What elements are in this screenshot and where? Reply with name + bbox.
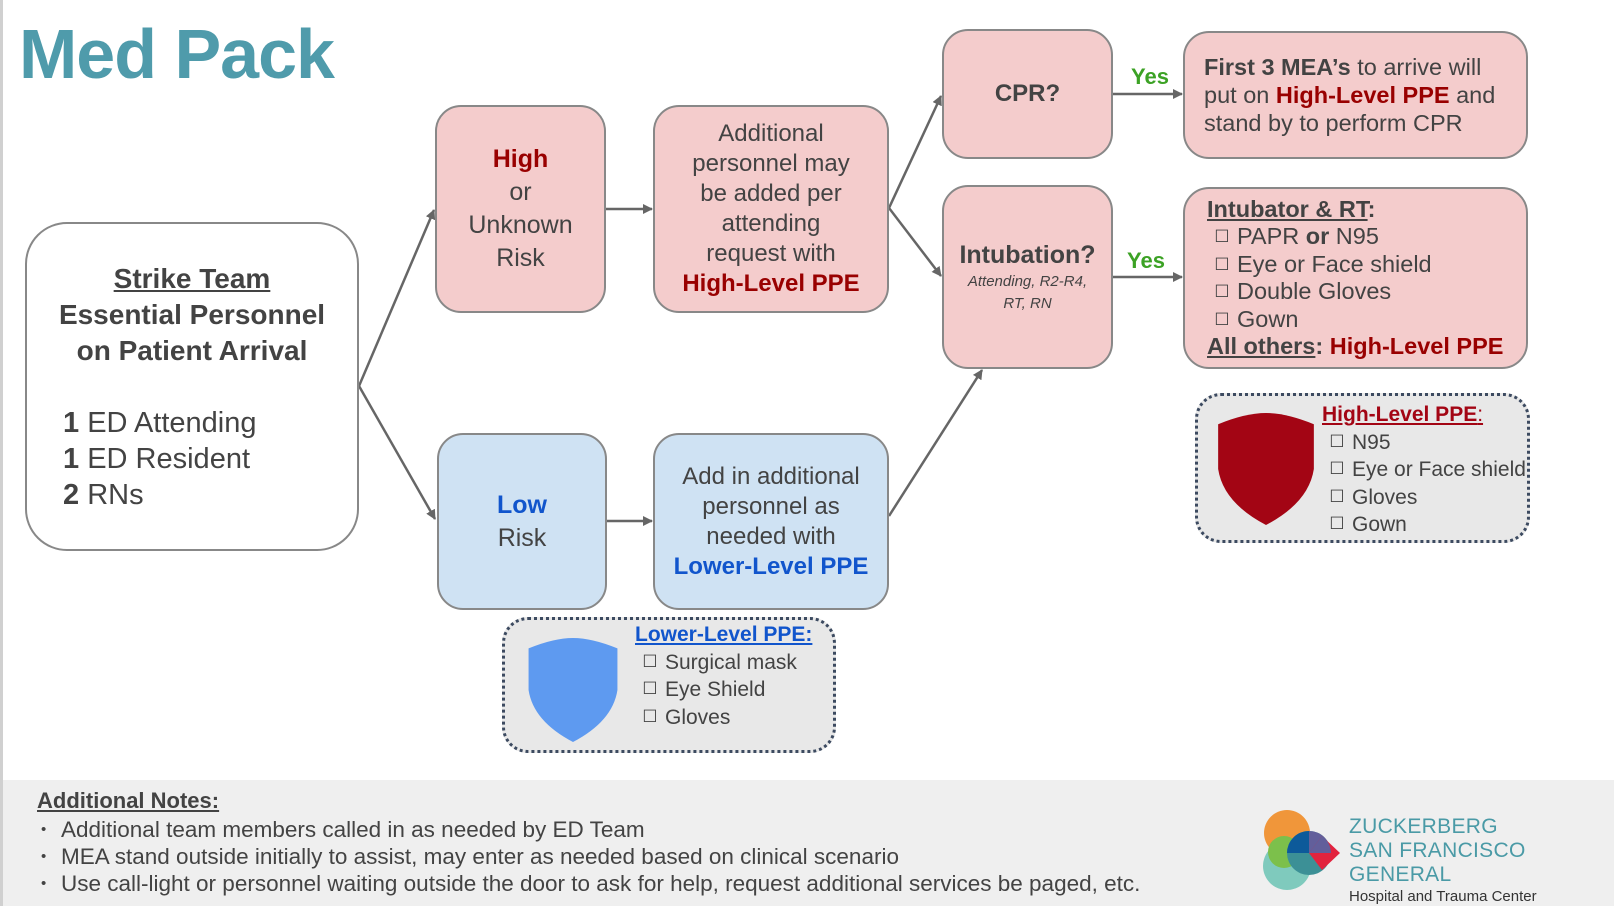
checklist-item: ☐N95 xyxy=(1322,429,1526,457)
shield-icon xyxy=(528,638,618,742)
high-ppe-heading: High-Level PPE: xyxy=(1322,403,1484,426)
logo-line1: ZUCKERBERG xyxy=(1349,815,1498,838)
text-line: personnel as xyxy=(702,492,840,520)
checkbox-icon: ☐ xyxy=(642,679,658,698)
staff-item: 2 RNs xyxy=(63,478,144,511)
low-risk-box: Low Risk xyxy=(437,433,607,610)
checkbox-icon: ☐ xyxy=(1329,486,1345,506)
text-line: be added per xyxy=(700,180,842,207)
low-additional-personnel-box: Add in additional personnel as needed wi… xyxy=(653,433,889,610)
notes-list: Additional team members called in as nee… xyxy=(41,816,1140,897)
intubation-yes-label: Yes xyxy=(1127,248,1165,273)
checklist-item: ☐Surgical mask xyxy=(635,649,812,677)
high-risk-risk: Risk xyxy=(496,244,545,272)
checklist-item: ☐Double Gloves xyxy=(1207,278,1391,306)
zsfg-logo-text: ZUCKERBERG SAN FRANCISCO GENERAL Hospita… xyxy=(1349,815,1614,906)
text-line: needed with xyxy=(706,522,836,550)
high-risk-or: or xyxy=(509,178,532,206)
checklist-item: ☐Eye or Face shield xyxy=(1322,456,1526,484)
logo-line3: Hospital and Trauma Center xyxy=(1349,888,1537,905)
first3-mea-box: First 3 MEA’s to arrive will put on High… xyxy=(1183,31,1528,159)
cpr-decision-box: CPR? xyxy=(942,29,1113,159)
staff-item: 1 ED Attending xyxy=(63,406,257,439)
note-item: MEA stand outside initially to assist, m… xyxy=(41,843,1140,870)
checkbox-icon: ☐ xyxy=(1214,254,1230,274)
zsfg-logo-icon xyxy=(1263,810,1340,890)
checkbox-icon: ☐ xyxy=(1214,309,1230,329)
strike-team-heading: Strike Team xyxy=(113,262,271,294)
note-item: Use call-light or personnel waiting outs… xyxy=(41,870,1140,897)
arrow-strike-to-high xyxy=(357,209,436,387)
left-edge-rule xyxy=(0,0,3,906)
intubation-question: Intubation? xyxy=(959,240,1096,269)
logo-line2: SAN FRANCISCO GENERAL xyxy=(1349,839,1526,886)
checkbox-icon: ☐ xyxy=(1329,459,1345,478)
first3-line2: put on High-Level PPE and xyxy=(1204,82,1496,108)
low-risk-label: Low xyxy=(497,490,547,519)
checkbox-icon: ☐ xyxy=(1329,431,1345,451)
high-level-ppe-label: High-Level PPE xyxy=(682,270,860,297)
arrow-strike-to-low xyxy=(357,385,437,520)
intubator-ppe-box: Intubator & RT: ☐PAPR or N95 ☐Eye or Fac… xyxy=(1183,187,1528,369)
checklist-item: ☐Eye or Face shield xyxy=(1207,251,1431,279)
high-ppe-list: High-Level PPE: ☐N95 ☐Eye or Face shield… xyxy=(1322,402,1526,539)
strike-team-box: Strike Team Essential Personnel on Patie… xyxy=(25,222,359,551)
all-others-line: All others: High-Level PPE xyxy=(1207,333,1504,359)
intubation-roles-line2: RT, RN xyxy=(1003,294,1052,312)
checklist-item: ☐Gloves xyxy=(1322,484,1526,512)
checklist-item: ☐PAPR or N95 xyxy=(1207,223,1379,251)
lower-level-ppe-legend: Lower-Level PPE: ☐Surgical mask ☐Eye Shi… xyxy=(502,617,836,753)
lower-ppe-list: Lower-Level PPE: ☐Surgical mask ☐Eye Shi… xyxy=(635,622,812,731)
shield-icon xyxy=(1218,413,1314,525)
intubation-roles-line1: Attending, R2-R4, xyxy=(967,272,1088,290)
checklist-item: ☐Eye Shield xyxy=(635,676,812,704)
intubation-decision-box: Intubation? Attending, R2-R4, RT, RN xyxy=(942,185,1113,369)
text-line: personnel may xyxy=(692,150,850,177)
checklist-item: ☐Gown xyxy=(1207,306,1298,334)
checklist-item: ☐Gown xyxy=(1322,511,1526,539)
high-additional-personnel-box: Additional personnel may be added per at… xyxy=(653,105,889,313)
text-line: request with xyxy=(706,240,836,267)
arrow-additional-to-intubation xyxy=(888,207,942,277)
checkbox-icon: ☐ xyxy=(1214,227,1230,246)
cpr-question: CPR? xyxy=(994,80,1061,107)
checkbox-icon: ☐ xyxy=(642,706,658,726)
intubator-heading: Intubator & RT: xyxy=(1207,195,1376,222)
first3-line3: stand by to perform CPR xyxy=(1204,110,1463,136)
note-item: Additional team members called in as nee… xyxy=(41,816,1140,843)
text-line: attending xyxy=(721,210,821,237)
notes-heading: Additional Notes: xyxy=(37,788,220,813)
checkbox-icon: ☐ xyxy=(1329,514,1345,533)
lower-ppe-heading: Lower-Level PPE: xyxy=(635,623,813,646)
cpr-yes-label: Yes xyxy=(1131,64,1169,89)
checklist-item: ☐Gloves xyxy=(635,704,812,732)
arrow-additional-to-cpr xyxy=(887,95,943,209)
high-risk-label: High xyxy=(492,145,549,173)
strike-team-line3: on Patient Arrival xyxy=(76,334,308,366)
high-level-ppe-legend: High-Level PPE: ☐N95 ☐Eye or Face shield… xyxy=(1195,393,1530,543)
lower-level-ppe-label: Lower-Level PPE xyxy=(673,552,869,580)
checkbox-icon: ☐ xyxy=(1214,282,1230,301)
low-risk-risk: Risk xyxy=(497,523,547,552)
staff-list: 1 ED Attending 1 ED Resident 2 RNs xyxy=(27,405,357,513)
high-risk-box: High or Unknown Risk xyxy=(435,105,606,313)
first3-line1: First 3 MEA’s to arrive will xyxy=(1204,54,1482,80)
arrow-lowadditional-to-intubation xyxy=(887,369,984,517)
checkbox-icon: ☐ xyxy=(642,651,658,671)
strike-team-line2: Essential Personnel xyxy=(58,298,326,330)
additional-notes-section: Additional Notes: Additional team member… xyxy=(3,780,1614,906)
text-line: Add in additional xyxy=(682,462,860,490)
text-line: Additional xyxy=(718,120,824,147)
page-title: Med Pack xyxy=(19,15,335,93)
high-risk-unknown: Unknown xyxy=(468,211,573,239)
staff-item: 1 ED Resident xyxy=(63,442,251,475)
